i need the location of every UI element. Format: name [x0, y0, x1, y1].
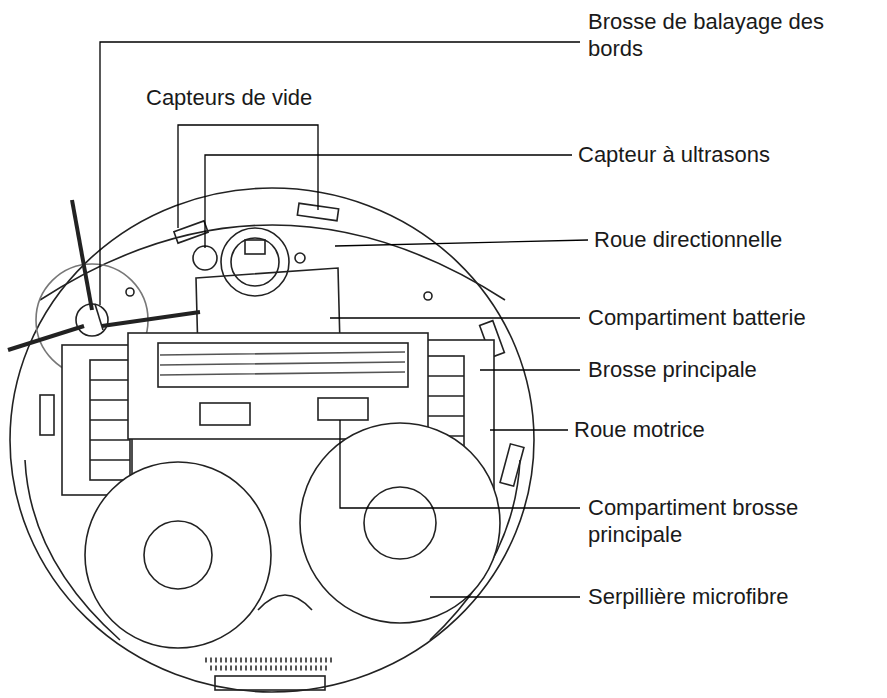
part-label: Capteur à ultrasons [578, 141, 883, 168]
ultrasonic-sensor [193, 246, 217, 270]
robot-body [10, 188, 534, 692]
part-label: Serpillière microfibre [588, 583, 884, 610]
cliff-sensor [174, 221, 208, 243]
microfiber-mop [85, 423, 500, 648]
caster-axle [245, 240, 265, 254]
part-label: Compartiment batterie [588, 304, 884, 331]
side-notch [500, 444, 524, 486]
mop-clip [258, 595, 312, 610]
main-brush [128, 333, 428, 439]
caster-housing [221, 228, 289, 296]
rear-panel [215, 676, 325, 690]
caster-wheel [231, 238, 279, 286]
body-edge [40, 225, 505, 300]
grille [205, 658, 335, 663]
drive-wheel [62, 345, 132, 495]
side-notch [40, 395, 54, 435]
part-label: Roue motrice [574, 416, 884, 443]
part-label: Roue directionnelle [594, 226, 884, 253]
leader-lines [100, 42, 588, 597]
grille [210, 666, 330, 671]
part-label: Brosse de balayage des bords [588, 8, 884, 62]
part-label: Capteurs de vide [146, 84, 406, 111]
part-label: Compartiment brosse principale [588, 494, 828, 548]
screw [126, 288, 134, 296]
screw [295, 253, 305, 263]
part-label: Brosse principale [588, 356, 884, 383]
screw [424, 292, 432, 300]
